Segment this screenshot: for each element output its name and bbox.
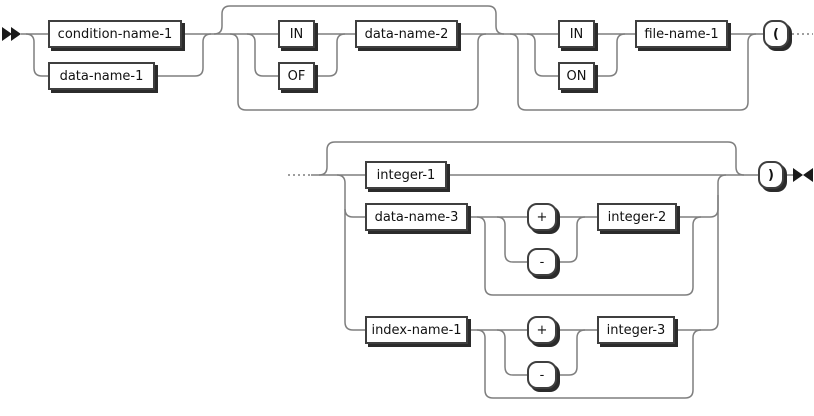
group1-bypass-line [229, 33, 487, 111]
node-integer-1: integer-1 [365, 161, 447, 189]
row2-branch-stack [336, 174, 365, 331]
branch2-minus-rejoin [557, 216, 586, 263]
end-arrow-icon [793, 168, 813, 182]
branch3-bypass-line [476, 329, 702, 399]
group1-choice-split [246, 33, 278, 77]
node-keyword-in-2: IN [558, 20, 595, 48]
row2-rails [288, 141, 794, 399]
node-keyword-in-1: IN [278, 20, 315, 48]
integer-2-join [677, 195, 719, 218]
branch2-bypass-line [476, 216, 702, 296]
branch3-sign-split [496, 329, 527, 376]
row1-rails [21, 5, 813, 111]
node-keyword-of: OF [278, 62, 315, 90]
node-close-paren: ) [758, 161, 784, 189]
row1-data-name-1-rejoin [155, 33, 212, 77]
node-condition-name-1: condition-name-1 [48, 20, 182, 48]
group1-of-rejoin [315, 33, 346, 77]
node-minus-sign-2: - [527, 361, 557, 389]
node-minus-sign-1: - [527, 248, 557, 276]
group2-bypass-line [509, 33, 757, 111]
node-index-name-1: index-name-1 [365, 316, 468, 344]
node-keyword-on: ON [558, 62, 595, 90]
row1-branch-to-data-name-1 [25, 33, 48, 77]
node-plus-sign-1: + [527, 203, 557, 231]
branch2-sign-split [496, 216, 527, 263]
node-integer-3: integer-3 [597, 316, 675, 344]
integer-3-join-vertical [675, 174, 727, 331]
node-open-paren: ( [763, 20, 789, 48]
start-arrow-icon [2, 27, 21, 41]
node-data-name-1: data-name-1 [48, 62, 155, 90]
group2-choice-split [526, 33, 558, 77]
row2-repeat-loop [318, 141, 745, 176]
group1-repeat-loop [213, 5, 505, 35]
node-data-name-3: data-name-3 [365, 203, 468, 231]
row2-branch-elbow-data-name-3 [344, 208, 365, 218]
node-data-name-2: data-name-2 [355, 20, 458, 48]
node-plus-sign-2: + [527, 316, 557, 344]
node-integer-2: integer-2 [597, 203, 677, 231]
group2-on-rejoin [595, 33, 626, 77]
node-file-name-1: file-name-1 [635, 20, 728, 48]
branch3-minus-rejoin [557, 329, 586, 376]
